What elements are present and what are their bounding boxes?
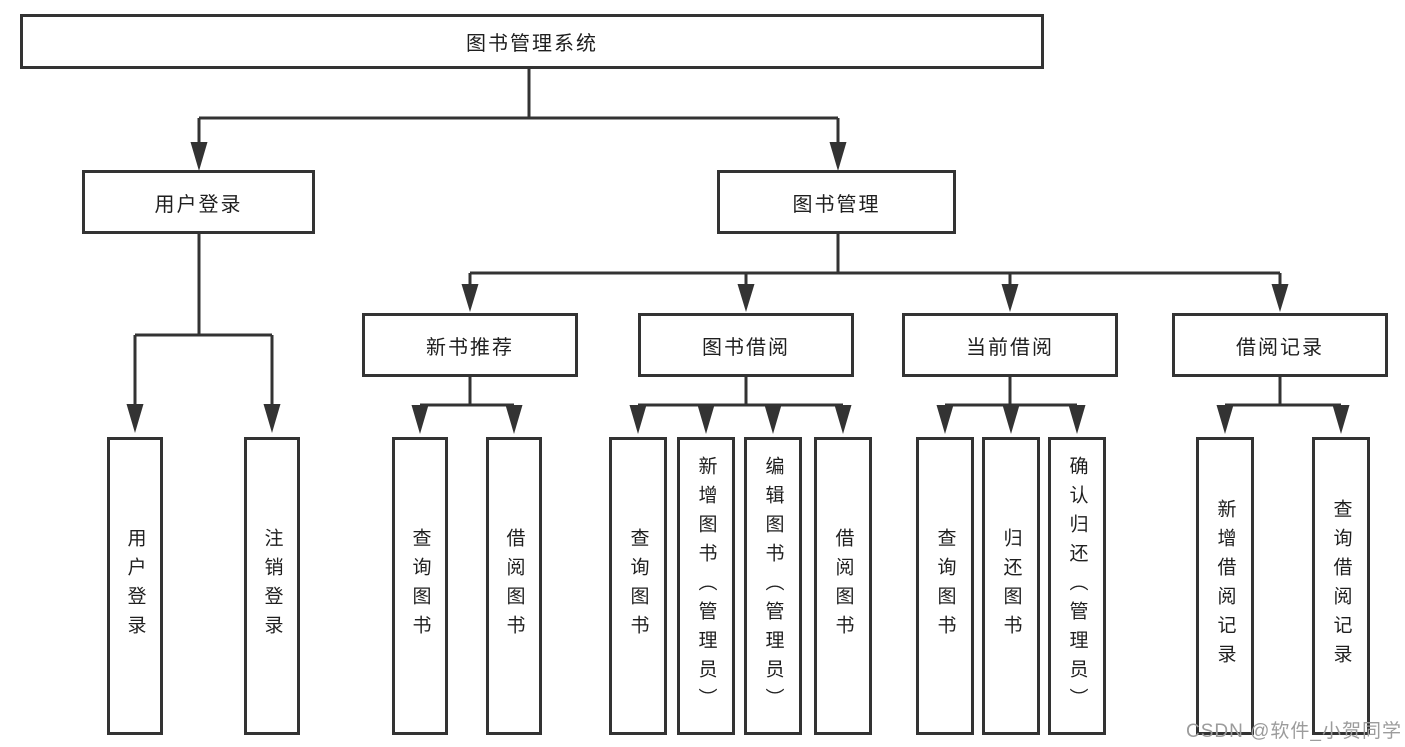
leaf-label: 借阅图书 <box>503 528 525 644</box>
leaf-label: 查询图书 <box>934 528 956 644</box>
node-user-login: 用户登录 <box>82 170 315 234</box>
leaf-query-books-current: 查询图书 <box>916 437 974 735</box>
connector-line <box>418 377 516 412</box>
leaf-label: 查询借阅记录 <box>1330 499 1352 673</box>
leaf-label: 用户登录 <box>124 528 146 644</box>
connector-line <box>636 377 845 412</box>
leaf-confirm-return-admin: 确认归还（管理员） <box>1048 437 1106 735</box>
leaf-label: 确认归还（管理员） <box>1066 455 1088 717</box>
leaf-edit-books-admin: 编辑图书（管理员） <box>744 437 802 735</box>
connectors-root-to-level2 <box>190 69 847 171</box>
leaf-add-borrow-record: 新增借阅记录 <box>1196 437 1254 735</box>
arrowhead <box>190 142 847 171</box>
connector-line <box>1223 377 1343 412</box>
leaf-label: 归还图书 <box>1000 528 1022 644</box>
leaf-borrow-books-recommend: 借阅图书 <box>486 437 542 735</box>
leaf-return-books: 归还图书 <box>982 437 1040 735</box>
connectors-book-mgmt-branch <box>461 234 1289 312</box>
leaf-label: 注销登录 <box>261 528 283 644</box>
node-current-borrow: 当前借阅 <box>902 313 1118 377</box>
connector-line <box>133 234 274 406</box>
leaf-borrow-books: 借阅图书 <box>814 437 872 735</box>
connectors-recommend-branch <box>411 377 523 434</box>
leaf-label: 查询图书 <box>409 528 431 644</box>
arrowhead <box>411 405 523 434</box>
arrowhead <box>461 284 1289 312</box>
node-book-borrow: 图书借阅 <box>638 313 854 377</box>
connector-line <box>197 69 840 146</box>
leaf-logout: 注销登录 <box>244 437 300 735</box>
connectors-records-branch <box>1216 377 1350 434</box>
leaf-add-books-admin: 新增图书（管理员） <box>677 437 735 735</box>
connectors-current-branch <box>936 377 1086 434</box>
node-borrow-records: 借阅记录 <box>1172 313 1388 377</box>
leaf-label: 查询图书 <box>627 528 649 644</box>
node-book-mgmt: 图书管理 <box>717 170 956 234</box>
leaf-query-books-borrow: 查询图书 <box>609 437 667 735</box>
leaf-label: 借阅图书 <box>832 528 854 644</box>
arrowhead <box>126 404 281 433</box>
leaf-query-books-recommend: 查询图书 <box>392 437 448 735</box>
arrowhead <box>1216 405 1350 434</box>
connectors-borrow-branch <box>629 377 852 434</box>
arrowhead <box>629 405 852 434</box>
arrowhead <box>936 405 1086 434</box>
leaf-label: 新增借阅记录 <box>1214 499 1236 673</box>
leaf-label: 编辑图书（管理员） <box>762 455 784 717</box>
connector-line <box>468 234 1282 288</box>
node-root-system: 图书管理系统 <box>20 14 1044 69</box>
node-new-book-recommend: 新书推荐 <box>362 313 578 377</box>
connectors-user-login-branch <box>126 234 281 433</box>
leaf-user-login: 用户登录 <box>107 437 163 735</box>
watermark: CSDN @软件_小贺同学 <box>1186 721 1402 742</box>
leaf-label: 新增图书（管理员） <box>695 455 717 717</box>
leaf-query-borrow-record: 查询借阅记录 <box>1312 437 1370 735</box>
